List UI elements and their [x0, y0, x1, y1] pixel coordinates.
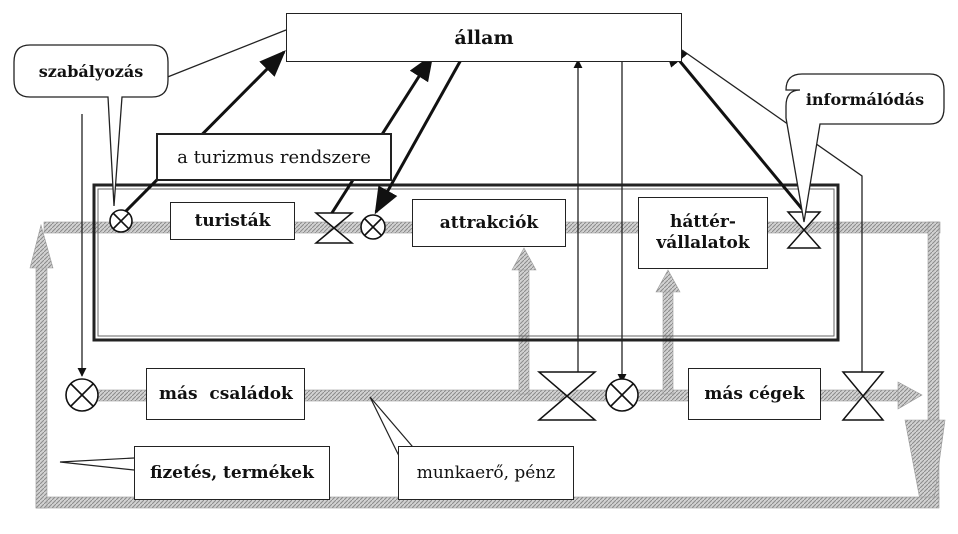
valves	[313, 211, 885, 421]
arrow-regulator-to-allam	[123, 50, 286, 214]
valve-turistak	[313, 212, 355, 244]
node-allam: állam	[286, 13, 682, 62]
node-attrakciok: attrakciók	[412, 199, 566, 247]
node-hatter-line1: háttér-	[670, 212, 736, 232]
flow-left-arrowhead	[29, 223, 54, 269]
regulator-attrakciok	[360, 214, 386, 240]
callout-shape-szabalyozas	[13, 44, 169, 207]
flow-branch-hatter-head	[655, 269, 681, 293]
control-line-state-left	[159, 29, 287, 81]
callout-shapes	[13, 44, 945, 223]
node-hattervallalatok: háttér- vállalatok	[638, 197, 768, 269]
callout-fizetes-termekek-label: fizetés, termékek	[150, 463, 314, 483]
flow-branch-attrakciok	[518, 267, 530, 395]
regulator-middle	[605, 378, 639, 412]
node-turizmus-rendszere: a turizmus rendszere	[156, 133, 392, 181]
flow-branch-attrakciok-head	[511, 247, 537, 271]
regulators	[65, 209, 639, 412]
callout-szabalyozas: szabályozás	[14, 45, 168, 97]
regulator-turistak	[109, 209, 133, 233]
callout-munkaero-penz: munkaerő, pénz	[398, 446, 574, 500]
valve-middle-right	[841, 371, 885, 421]
callout-munkaero-penz-label: munkaerő, pénz	[416, 463, 556, 483]
bold-control-arrows	[123, 39, 805, 217]
node-attrakciok-label: attrakciók	[439, 213, 539, 233]
pointer-fizetes	[59, 457, 135, 471]
flow-branch-hatter	[662, 289, 674, 395]
flow-left-up	[35, 264, 48, 509]
flow-middle-arrowhead	[897, 381, 923, 410]
node-turizmus-rendszere-label: a turizmus rendszere	[177, 146, 371, 168]
node-mas-cegek: más cégek	[688, 368, 821, 420]
callout-informalodas-label: informálódás	[805, 89, 925, 109]
callout-shape-informalodas	[785, 73, 945, 223]
arrow-hatter-valve-to-allam	[662, 39, 805, 211]
node-allam-label: állam	[454, 26, 514, 49]
control-lines	[77, 29, 863, 383]
callout-fizetes-termekek: fizetés, termékek	[134, 446, 330, 500]
control-line-right-loop	[681, 49, 863, 375]
tourism-system-boundary	[92, 183, 840, 342]
pointer-munkaero	[369, 396, 419, 459]
callout-informalodas: informálódás	[786, 74, 944, 124]
node-turistak: turisták	[170, 202, 295, 240]
regulator-mas-csaladok	[65, 378, 99, 412]
arrow-allam-to-regulator	[374, 57, 464, 215]
valve-middle-left	[536, 371, 598, 421]
callout-szabalyozas-label: szabályozás	[38, 61, 144, 81]
node-mas-csaladok: más családok	[146, 368, 305, 420]
node-hatter-line2: vállalatok	[656, 233, 750, 253]
callout-pointers	[59, 396, 419, 471]
node-mas-cegek-label: más cégek	[704, 384, 805, 404]
node-mas-csaladok-label: más családok	[159, 384, 293, 404]
node-turistak-label: turisták	[194, 211, 271, 231]
